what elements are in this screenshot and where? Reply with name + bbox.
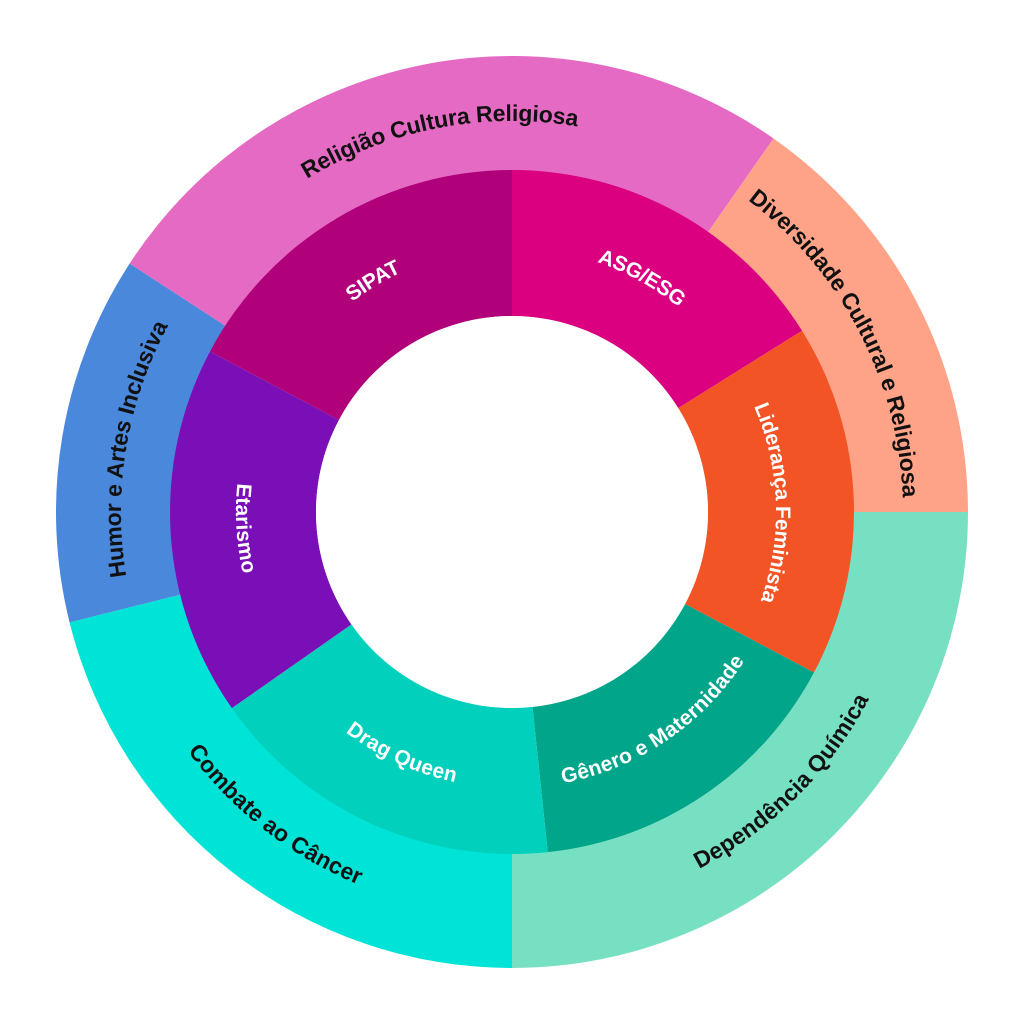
outer-ring-segment-4 [55, 263, 227, 623]
inner-ring-segment-0 [512, 170, 803, 409]
inner-ring-segment-4 [170, 351, 352, 709]
outer-ring-segment-3 [69, 594, 512, 968]
center-hole [316, 316, 708, 708]
inner-ring-segment-5 [210, 170, 512, 420]
inner-ring-segment-3 [231, 624, 548, 854]
outer-ring-segment-0 [129, 56, 774, 327]
outer-ring-segment-2 [512, 512, 968, 968]
inner-ring-segment-1 [678, 330, 854, 673]
inner-ring-segment-2 [532, 604, 814, 853]
outer-ring-segment-1 [707, 138, 968, 512]
